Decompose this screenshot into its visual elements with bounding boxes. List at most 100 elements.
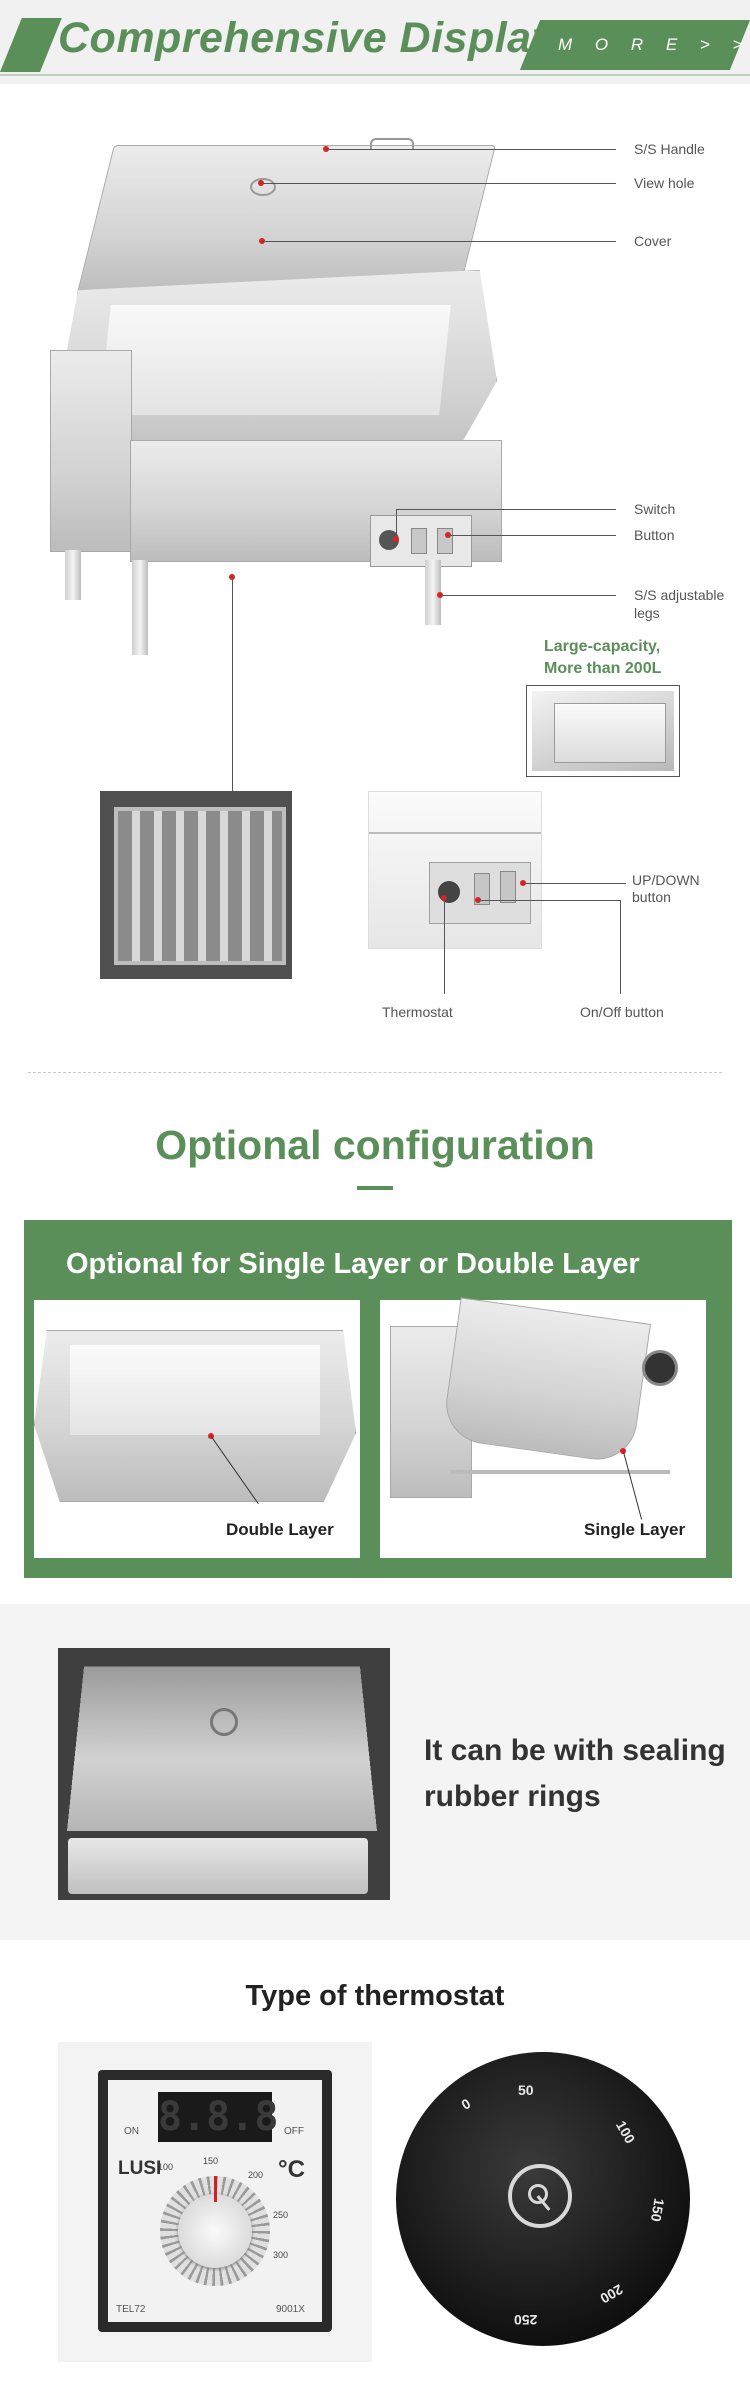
more-button[interactable]: M O R E > > bbox=[519, 20, 750, 70]
leader-line bbox=[523, 883, 626, 884]
callout-handle: S/S Handle bbox=[634, 141, 705, 157]
panel-edge bbox=[369, 832, 541, 834]
updown-switch-icon bbox=[500, 871, 516, 903]
capacity-line2: More than 200L bbox=[544, 660, 662, 677]
basin-photo bbox=[554, 703, 666, 763]
knob-scale-label: 200 bbox=[597, 2281, 626, 2307]
digital-thermostat-housing: 8.8.8 ON OFF LUSI °C 100 150 200 250 300… bbox=[98, 2070, 332, 2332]
scale-label: 100 bbox=[158, 2162, 174, 2172]
more-button-label: M O R E > > bbox=[558, 35, 750, 54]
leader-line bbox=[396, 509, 616, 510]
model-left-label: TEL72 bbox=[116, 2304, 146, 2315]
marker-dot bbox=[208, 1433, 214, 1439]
knob-pointer bbox=[214, 2176, 217, 2202]
capacity-inset-photo bbox=[526, 685, 680, 777]
leader-line bbox=[262, 241, 616, 242]
leader-line bbox=[396, 509, 397, 537]
closeup-panel bbox=[429, 862, 531, 924]
digital-thermostat-face: 8.8.8 ON OFF LUSI °C 100 150 200 250 300… bbox=[108, 2080, 322, 2322]
leader-line bbox=[326, 149, 616, 150]
scale-label: 250 bbox=[273, 2210, 289, 2220]
section-divider bbox=[28, 1072, 722, 1073]
scale-label: 300 bbox=[273, 2250, 289, 2260]
knob-center-icon bbox=[508, 2164, 572, 2228]
single-layer-basin bbox=[441, 1297, 651, 1465]
banner-rule bbox=[0, 74, 750, 76]
sealing-basin bbox=[68, 1838, 368, 1894]
leader-line bbox=[448, 535, 616, 536]
callout-updown-line1: UP/DOWN bbox=[632, 872, 700, 888]
off-label: OFF bbox=[284, 2126, 304, 2137]
capacity-line1: Large-capacity, bbox=[544, 638, 661, 655]
knob-scale-label: 0 bbox=[458, 2095, 474, 2113]
knob-scale-label: 100 bbox=[612, 2117, 639, 2147]
pan-side-frame bbox=[50, 350, 132, 552]
single-layer-photo: Single Layer bbox=[380, 1297, 706, 1558]
leader-line bbox=[444, 898, 445, 994]
sealing-section: It can be with sealing rubber rings bbox=[0, 1604, 750, 1940]
leader-line bbox=[261, 183, 616, 184]
model-right-label: 9001X bbox=[276, 2304, 305, 2315]
leader-line bbox=[232, 577, 233, 791]
leader-line bbox=[440, 595, 616, 596]
view-hole-icon bbox=[250, 178, 276, 196]
leg bbox=[425, 560, 441, 625]
callout-switch: Switch bbox=[634, 501, 676, 517]
single-layer-rail bbox=[450, 1470, 670, 1474]
callout-thermostat: Thermostat bbox=[382, 1004, 453, 1020]
marker-dot bbox=[620, 1448, 626, 1454]
banner-title: Comprehensive Display bbox=[58, 14, 557, 62]
scale-label: 150 bbox=[203, 2156, 219, 2166]
section-banner: Comprehensive Display M O R E > > bbox=[0, 0, 750, 84]
on-label: ON bbox=[124, 2126, 139, 2137]
knob-scale-label: 250 bbox=[514, 2312, 538, 2328]
sealing-lid bbox=[66, 1666, 378, 1832]
callout-cover: Cover bbox=[634, 233, 672, 249]
double-layer-photo: Double Layer bbox=[34, 1300, 360, 1558]
crank-wheel-icon bbox=[642, 1350, 678, 1386]
capacity-photo-image bbox=[532, 691, 674, 771]
leg bbox=[65, 550, 81, 600]
optional-title: Optional configuration bbox=[155, 1122, 595, 1168]
digital-display: 8.8.8 bbox=[158, 2092, 279, 2142]
banner-accent bbox=[0, 18, 62, 72]
knob-thermostat-photo: 50 100 150 200 250 0 bbox=[392, 2046, 694, 2360]
callout-button: Button bbox=[634, 527, 675, 543]
tilting-pan-illustration bbox=[40, 130, 502, 710]
control-panel bbox=[370, 515, 472, 567]
knob-scale-label: 150 bbox=[647, 2197, 668, 2223]
leg bbox=[132, 560, 148, 655]
thermostat-title: Type of thermostat bbox=[245, 1980, 505, 2012]
switch-icon bbox=[411, 528, 427, 554]
control-panel-closeup bbox=[368, 791, 542, 949]
marker-dot bbox=[393, 536, 399, 542]
key-icon bbox=[528, 2184, 548, 2204]
basin-interior bbox=[99, 305, 451, 415]
callout-legs-line2: legs bbox=[634, 605, 660, 621]
sealing-line1: It can be with sealing bbox=[424, 1734, 726, 1767]
sealing-photo bbox=[58, 1648, 390, 1900]
title-underline bbox=[357, 1186, 393, 1190]
scale-label: 200 bbox=[248, 2170, 264, 2180]
heating-element-photo bbox=[100, 791, 292, 979]
view-hole-icon bbox=[210, 1708, 238, 1736]
single-layer-label: Single Layer bbox=[584, 1520, 686, 1539]
callout-onoff: On/Off button bbox=[580, 1004, 664, 1020]
leader-line bbox=[478, 900, 620, 901]
double-layer-label: Double Layer bbox=[226, 1520, 334, 1539]
heating-coils bbox=[114, 807, 286, 965]
optional-box-title: Optional for Single Layer or Double Laye… bbox=[66, 1248, 640, 1280]
knob-scale-label: 50 bbox=[518, 2082, 534, 2098]
brand-label: LUSI bbox=[118, 2158, 162, 2179]
handle-icon bbox=[370, 138, 414, 150]
thermostat-knob-icon bbox=[379, 530, 399, 550]
temperature-knob[interactable] bbox=[178, 2194, 252, 2268]
knob-dial[interactable]: 50 100 150 200 250 0 bbox=[396, 2052, 690, 2346]
optional-layer-box: Optional for Single Layer or Double Laye… bbox=[24, 1220, 732, 1578]
digital-thermostat-photo: 8.8.8 ON OFF LUSI °C 100 150 200 250 300… bbox=[58, 2042, 372, 2362]
callout-legs-line1: S/S adjustable bbox=[634, 587, 725, 603]
leader-line bbox=[623, 1451, 643, 1520]
callout-view-hole: View hole bbox=[634, 175, 695, 191]
sealing-line2: rubber rings bbox=[424, 1780, 601, 1813]
leader-line bbox=[620, 900, 621, 994]
